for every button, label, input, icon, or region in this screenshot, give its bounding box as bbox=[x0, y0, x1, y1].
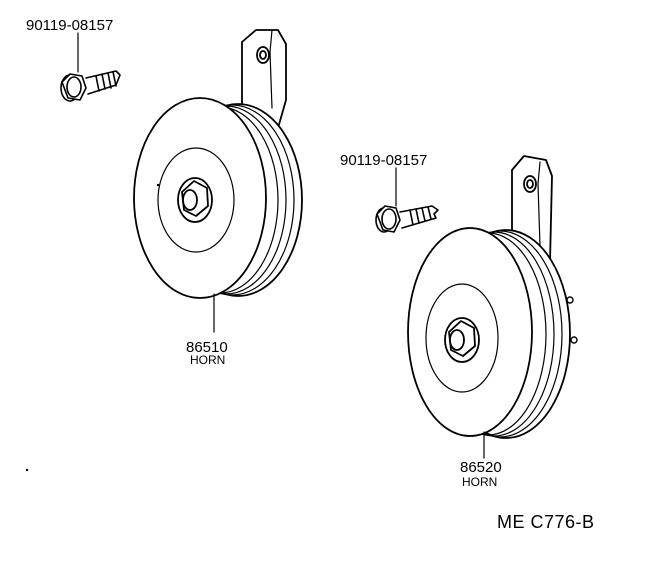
bolt-icon bbox=[375, 205, 439, 233]
part-name-label: HORN bbox=[190, 353, 225, 367]
horn-86520-icon bbox=[407, 155, 578, 439]
part-number-label: 86510 bbox=[186, 339, 228, 356]
speck bbox=[25, 468, 29, 472]
horn-86510-icon bbox=[133, 29, 303, 299]
part-name-label: HORN bbox=[462, 475, 497, 489]
part-number-label: 90119-08157 bbox=[340, 152, 427, 169]
diagram-reference-code: ME C776-B bbox=[497, 512, 595, 532]
part-number-label: 86520 bbox=[460, 459, 502, 476]
part-number-label: 90119-08157 bbox=[26, 17, 113, 34]
bolt-icon bbox=[60, 70, 121, 102]
